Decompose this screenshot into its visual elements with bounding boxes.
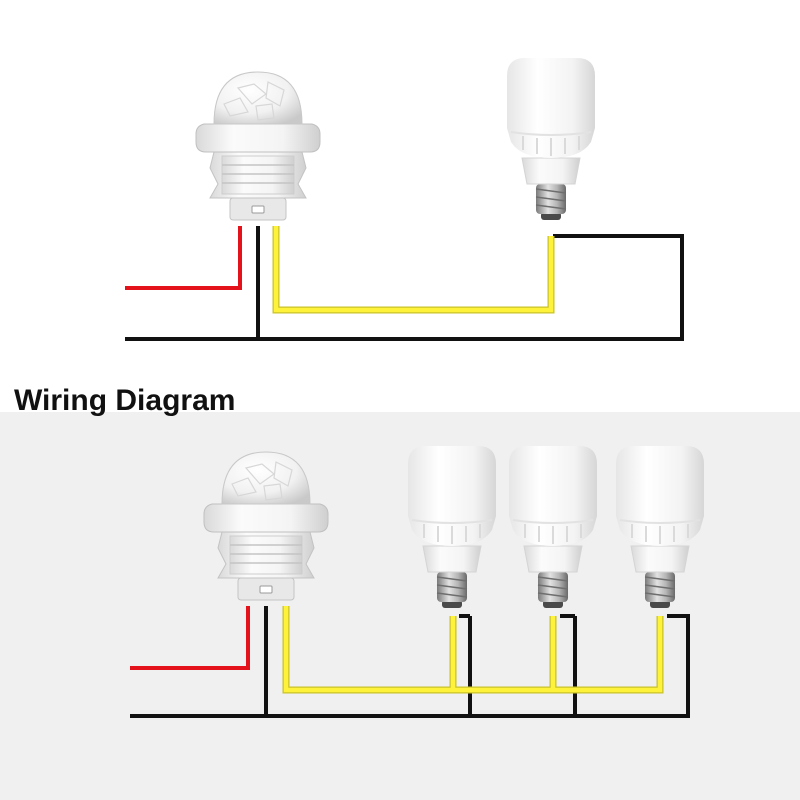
switched-wire (273, 226, 554, 313)
wiring-diagram-three-bulbs (130, 445, 705, 718)
live-wire (125, 226, 242, 290)
light-bulb (506, 57, 596, 221)
neutral-wires (125, 226, 684, 341)
pir-sensor (195, 71, 321, 221)
wiring-diagram-single-bulb (125, 57, 684, 341)
live-wire (130, 606, 250, 670)
switched-wire (283, 606, 663, 693)
switched-wire-outline (272, 226, 555, 314)
neutral-wires (130, 606, 690, 718)
diagram-title: Wiring Diagram (14, 384, 235, 417)
